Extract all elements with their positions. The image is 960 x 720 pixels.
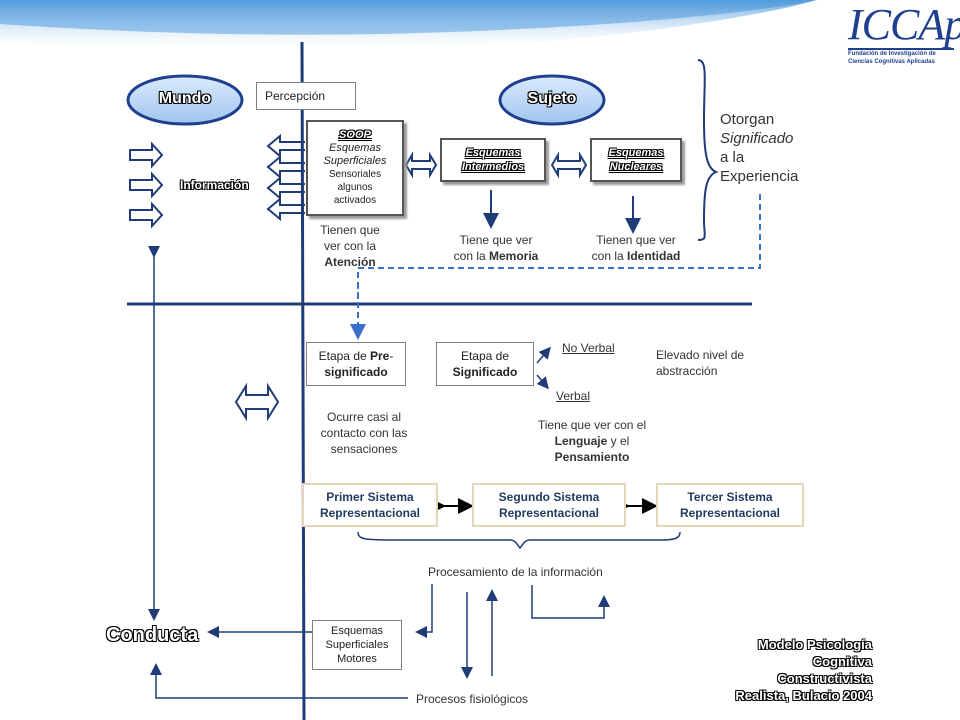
pre-l1b: Pre <box>370 349 390 363</box>
soop-l5: activados <box>333 195 377 206</box>
no-verbal-label: No Verbal <box>562 341 615 355</box>
soop-l1: Esquemas <box>329 142 381 154</box>
lenguaje-text: Tiene que ver con el Lenguaje y el Pensa… <box>524 417 660 465</box>
identidad-l2a: con la <box>591 249 627 263</box>
percepcion-label: Percepción <box>265 89 326 103</box>
memoria-l1: Tiene que ver <box>459 233 533 247</box>
segundo-sistema-box: Segundo Sistema Representacional <box>472 483 626 527</box>
ocurre-text: Ocurre casi al contacto con las sensacio… <box>306 409 422 457</box>
identidad-l2b: Identidad <box>627 249 681 263</box>
lenguaje-l2a: Lenguaje <box>554 434 608 448</box>
identidad-text: Tienen que ver con la Identidad <box>576 232 696 264</box>
intermedios-box: Esquemas Intermedios <box>440 138 546 182</box>
otorgan-text: Otorgan Significado a la Experiencia <box>720 110 798 186</box>
pre-l1c: - <box>389 349 394 363</box>
modelo-l4: Realista, Bulacio 2004 <box>735 688 872 703</box>
lenguaje-l2b: y el <box>607 434 630 448</box>
lenguaje-l1: Tiene que ver con el <box>537 418 647 432</box>
modelo-l2: Cognitiva <box>812 654 872 669</box>
perception-arrows <box>266 133 305 222</box>
otorgan-l3: a la <box>720 149 745 166</box>
soop-box: SOOP Esquemas Superficiales Sensoriales … <box>306 120 404 216</box>
pre-significado-box: Etapa de Pre- significado <box>306 342 406 386</box>
signif-l1: Etapa de <box>460 349 510 363</box>
bottom-brace <box>357 531 681 550</box>
atencion-l3: Atención <box>324 255 376 269</box>
elevado-text: Elevado nivel de abstracción <box>656 347 744 379</box>
soop-l4: algunos <box>337 182 373 193</box>
informacion-label: Información <box>180 178 249 192</box>
atencion-text: Tienen que ver con la Atención <box>300 222 400 270</box>
ocurre-l3: sensaciones <box>330 442 398 456</box>
double-arrows <box>234 151 588 422</box>
logo: ICCAp Fundación de Investigación de Cien… <box>848 0 960 72</box>
header-decoration <box>0 0 821 60</box>
mundo-label: Mundo <box>158 90 212 107</box>
dashed-connector <box>350 194 761 340</box>
motores-box: Esquemas Superficiales Motores <box>312 620 402 670</box>
modelo-l1: Modelo Psicología <box>757 637 872 652</box>
ocurre-l1: Ocurre casi al <box>326 410 402 424</box>
sistema1-l2: Representacional <box>319 506 421 520</box>
primer-sistema-box: Primer Sistema Representacional <box>302 483 438 527</box>
soop-l2: Superficiales <box>323 155 387 167</box>
otorgan-l4: Experiencia <box>720 168 799 185</box>
sistema2-l2: Representacional <box>498 506 600 520</box>
sistema2-l1: Segundo Sistema <box>498 490 600 504</box>
motores-l2: Superficiales <box>325 639 389 651</box>
motores-l3: Motores <box>337 653 377 665</box>
ocurre-l2: contacto con las <box>320 426 408 440</box>
verbal-label: Verbal <box>556 389 591 403</box>
nucleares-l1: Esquemas <box>608 147 664 159</box>
soop-l3: Sensoriales <box>328 169 382 180</box>
modelo-text: Modelo Psicología Cognitiva Constructivi… <box>690 636 872 704</box>
sistema3-l1: Tercer Sistema <box>687 490 773 504</box>
atencion-l1: Tienen que <box>320 223 380 237</box>
nucleares-l2: Nucleares <box>609 161 663 173</box>
lenguaje-l3: Pensamiento <box>554 450 630 464</box>
vertical-axis <box>300 41 306 720</box>
identidad-l1: Tienen que ver <box>596 233 676 247</box>
tercer-sistema-box: Tercer Sistema Representacional <box>656 483 804 527</box>
signif-l2: Significado <box>452 365 518 379</box>
fisiologicos-label: Procesos fisiológicos <box>416 692 529 706</box>
motores-l1: Esquemas <box>331 625 383 637</box>
intermedios-l1: Esquemas <box>465 147 521 159</box>
atencion-l2: ver con la <box>323 239 377 253</box>
intermedios-l2: Intermedios <box>461 161 525 173</box>
pre-l1a: Etapa de <box>318 349 370 363</box>
logo-line2: Ciencias Cognitivas Aplicadas <box>848 59 935 65</box>
mundo-ellipse <box>126 74 244 126</box>
logo-text: ICCAp <box>848 0 960 49</box>
procesamiento-label: Procesamiento de la información <box>428 565 603 579</box>
memoria-l2a: con la <box>453 249 489 263</box>
soop-title: SOOP <box>339 129 371 141</box>
info-arrows <box>129 141 164 229</box>
otorgan-l2: Significado <box>720 130 794 147</box>
right-brace <box>697 59 719 241</box>
significado-box: Etapa de Significado <box>436 342 534 386</box>
sistema3-l2: Representacional <box>679 506 781 520</box>
sujeto-ellipse <box>498 74 606 126</box>
nucleares-box: Esquemas Nucleares <box>590 138 682 182</box>
otorgan-l1: Otorgan <box>720 111 775 128</box>
percepcion-box: Percepción <box>256 82 356 110</box>
conducta-label: Conducta <box>106 624 199 646</box>
logo-line1: Fundación de Investigación de <box>848 51 936 57</box>
sistema1-l1: Primer Sistema <box>326 490 414 504</box>
elevado-l1: Elevado nivel de <box>656 348 745 362</box>
memoria-l2b: Memoria <box>489 249 539 263</box>
elevado-l2: abstracción <box>656 364 718 378</box>
sujeto-label: Sujeto <box>527 90 577 107</box>
pre-l2: significado <box>324 365 388 379</box>
memoria-text: Tiene que ver con la Memoria <box>436 232 556 264</box>
modelo-l3: Constructivista <box>777 671 872 686</box>
